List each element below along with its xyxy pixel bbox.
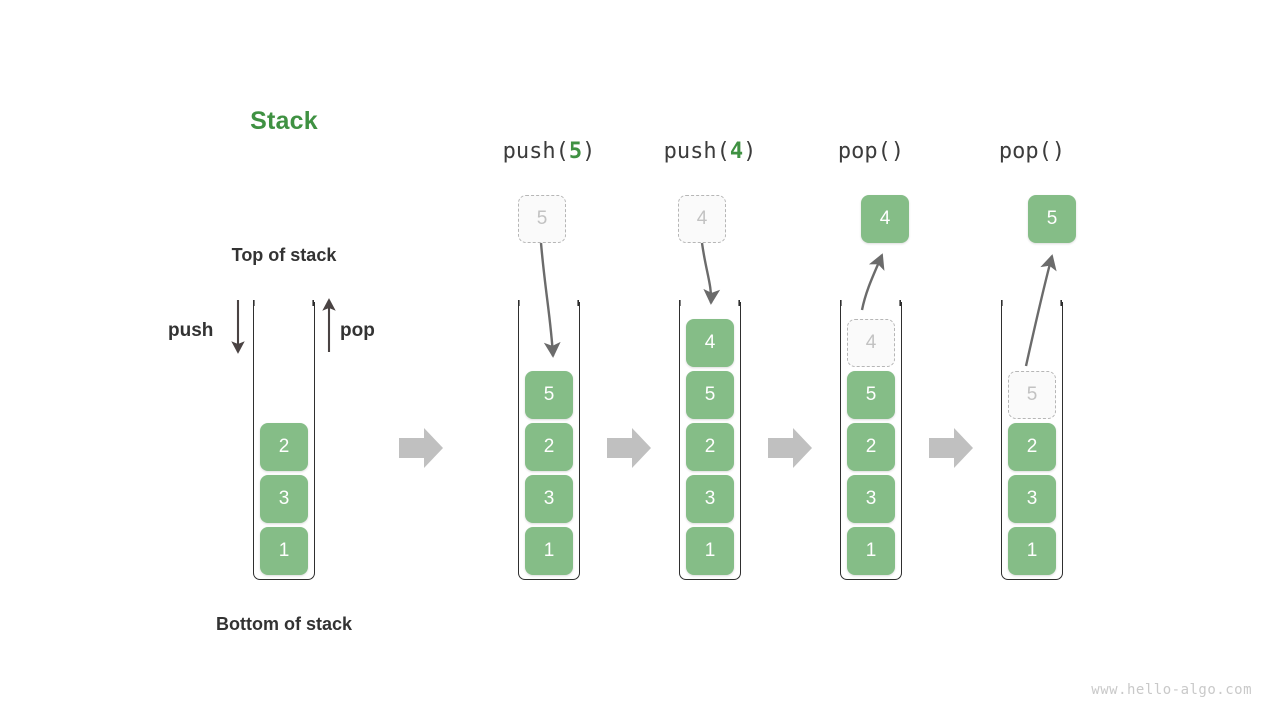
stack-item: 4	[686, 319, 734, 367]
stack-item: 5	[847, 371, 895, 419]
push-label: push	[168, 320, 214, 341]
push-4-motion-arrow	[700, 242, 721, 305]
stack-item: 2	[1008, 423, 1056, 471]
stack-container	[1001, 302, 1063, 580]
stack-walls	[253, 300, 1062, 306]
top-of-stack-label: Top of stack	[231, 245, 337, 265]
stack-item: 3	[686, 475, 734, 523]
stack-item: 3	[847, 475, 895, 523]
stack-item: 3	[260, 475, 308, 523]
stack-container	[679, 302, 741, 580]
stack-item: 2	[260, 423, 308, 471]
stack-item: 5	[686, 371, 734, 419]
stack-item: 2	[525, 423, 573, 471]
stack-item: 5	[525, 371, 573, 419]
page-title: Stack	[250, 107, 318, 135]
popped-ghost-slot: 5	[1008, 371, 1056, 419]
transition-arrow	[768, 428, 812, 468]
stack-container	[253, 302, 315, 580]
transition-arrow	[399, 428, 443, 468]
transition-arrow	[929, 428, 973, 468]
transition-arrow	[607, 428, 651, 468]
op-header-pop-2: pop()	[998, 139, 1066, 164]
stack-item: 1	[1008, 527, 1056, 575]
stack-item: 3	[1008, 475, 1056, 523]
bottom-of-stack-label: Bottom of stack	[215, 614, 352, 634]
pop-label: pop	[340, 320, 375, 341]
watermark: www.hello-algo.com	[1091, 682, 1252, 698]
popped-value-box: 4	[861, 195, 909, 243]
incoming-value-box: 4	[678, 195, 726, 243]
stack-item: 1	[525, 527, 573, 575]
op-header-push-5: push(5)	[502, 139, 596, 164]
stack-container	[518, 302, 580, 580]
stack-item: 1	[686, 527, 734, 575]
stack-item: 2	[847, 423, 895, 471]
stack-container	[840, 302, 902, 580]
stack-item: 1	[260, 527, 308, 575]
stack-item: 1	[847, 527, 895, 575]
incoming-value-box: 5	[518, 195, 566, 243]
stack-item: 3	[525, 475, 573, 523]
op-header-push-4: push(4)	[663, 139, 757, 164]
popped-value-box: 5	[1028, 195, 1076, 243]
stack-item: 2	[686, 423, 734, 471]
op-header-pop-1: pop()	[837, 139, 905, 164]
popped-ghost-slot: 4	[847, 319, 895, 367]
